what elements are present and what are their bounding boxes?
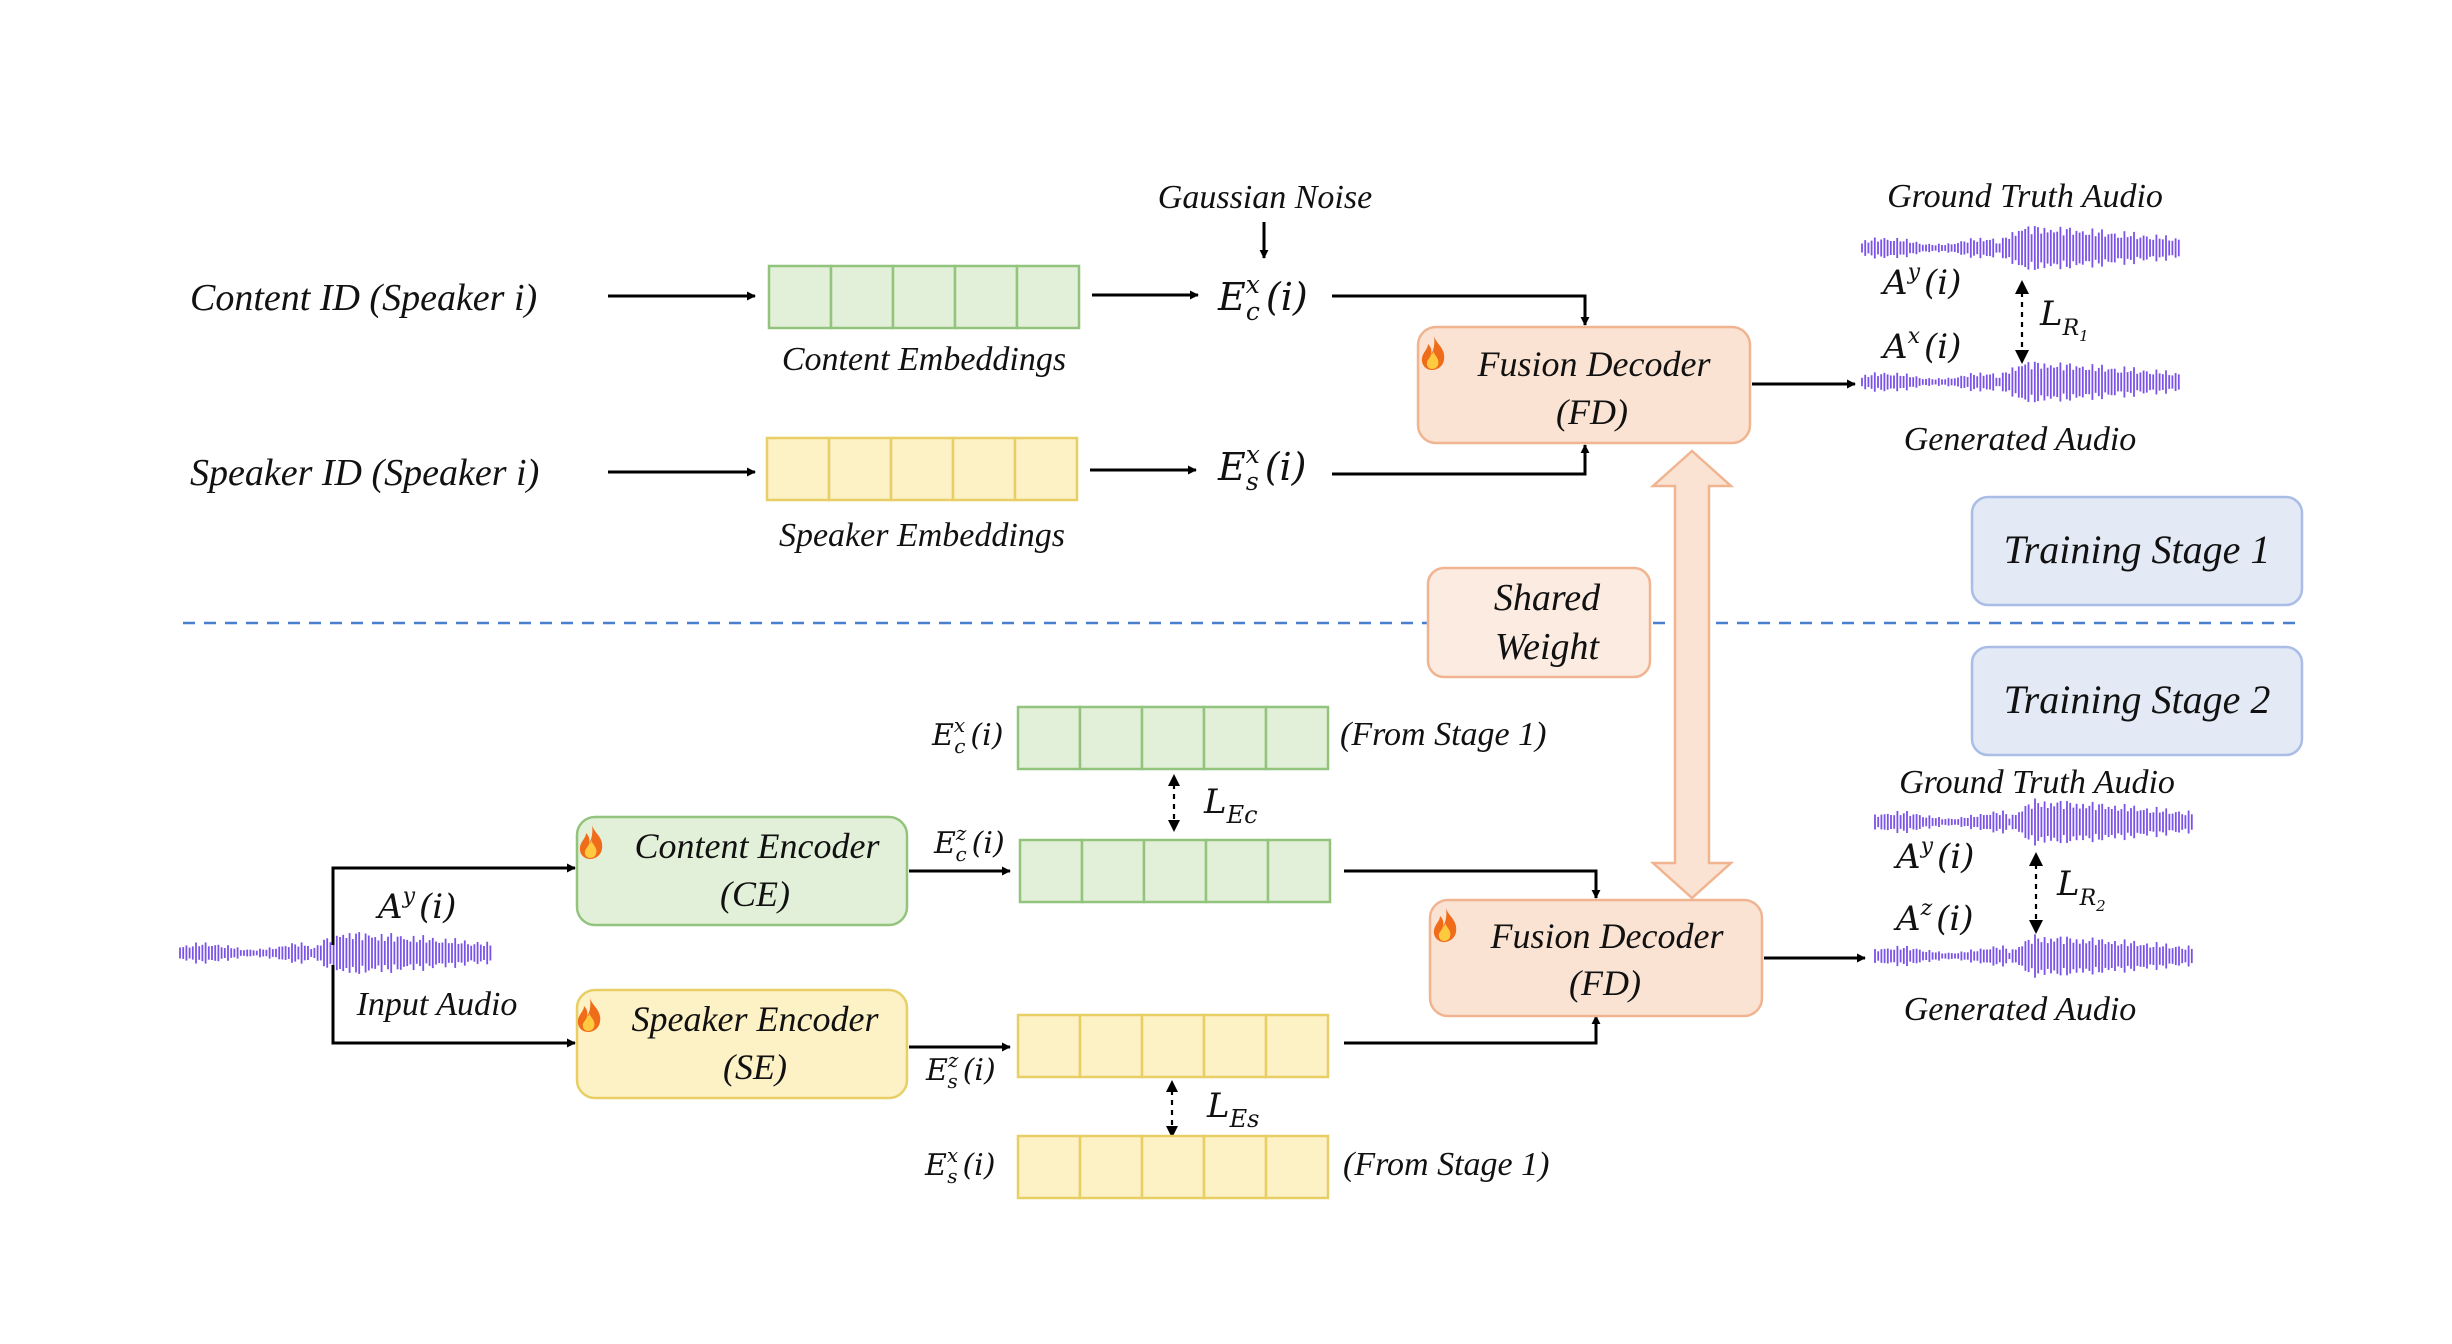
ecx-to-decoder-arrow (1332, 294, 1590, 326)
training-stage-2-badge: Training Stage 2 (1970, 645, 2304, 757)
fusion-decoder-stage2: Fusion Decoder (FD) (1428, 898, 1764, 1018)
ax-symbol-1: Ax(i) (1880, 324, 1961, 367)
decoder1-subtitle: (FD) (1556, 392, 1628, 432)
content-id-label: Content ID (Speaker i) (190, 277, 537, 319)
generated-waveform-1 (1861, 361, 2180, 403)
lr1-arrowhead-up (2015, 280, 2029, 294)
lec-symbol: LEc (1203, 782, 1258, 829)
lr2-arrowhead-down (2029, 920, 2043, 934)
training-stage-1-label: Training Stage 1 (2004, 527, 2271, 572)
generated-audio-label-2: Generated Audio (1904, 991, 2137, 1028)
generated-audio-label-1: Generated Audio (1904, 421, 2137, 458)
from-stage1-content: (From Stage 1) (1340, 716, 1546, 753)
gaussian-noise-label: Gaussian Noise (1158, 179, 1372, 216)
speaker-encoder-subtitle: (SE) (723, 1047, 787, 1087)
from-stage1-speaker: (From Stage 1) (1343, 1146, 1549, 1183)
content-encoder-title: Content Encoder (635, 826, 881, 866)
content-embeddings-target (1016, 705, 1330, 771)
esx-to-decoder-arrow (1332, 444, 1590, 476)
lr1-symbol: LR1 (2039, 294, 2089, 345)
lec-arrowhead-down (1168, 820, 1180, 832)
shared-weight-line2: Weight (1495, 626, 1601, 668)
speaker-embeddings-target (1016, 1134, 1330, 1200)
fusion-decoder-stage1: Fusion Decoder (FD) (1416, 325, 1752, 445)
decoder2-subtitle: (FD) (1569, 963, 1641, 1003)
shared-weight-double-arrow (1649, 449, 1735, 900)
ground-truth-audio-label-1: Ground Truth Audio (1887, 178, 2163, 215)
ecz-to-decoder-arrow (1344, 869, 1601, 899)
speaker-id-label: Speaker ID (Speaker i) (190, 452, 539, 494)
content-encoder-block: Content Encoder (CE) (575, 815, 909, 927)
ground-truth-waveform-2 (1874, 798, 2193, 846)
ay-symbol-2: Ay(i) (1893, 834, 1974, 877)
speaker-embeddings-predicted (1016, 1013, 1330, 1079)
generated-waveform-2 (1874, 934, 2193, 978)
az-symbol-2: Az(i) (1893, 896, 1974, 939)
les-arrowhead-down (1166, 1126, 1178, 1138)
content-embeddings-block (767, 264, 1081, 330)
les-symbol: LEs (1206, 1086, 1259, 1133)
lr2-arrowhead-up (2029, 852, 2043, 866)
input-audio-label: Input Audio (356, 986, 518, 1023)
ay-symbol-1: Ay(i) (1880, 260, 1961, 303)
speaker-embeddings-block (765, 436, 1079, 502)
shared-weight-box: Shared Weight (1426, 566, 1652, 679)
speaker-embeddings-label: Speaker Embeddings (779, 517, 1065, 554)
esz-to-decoder-arrow (1344, 1015, 1601, 1045)
input-to-speaker-encoder-arrow (331, 965, 576, 1048)
lec-arrowhead-up (1168, 774, 1180, 786)
les-arrowhead-up (1166, 1080, 1178, 1092)
lr2-symbol: LR2 (2056, 864, 2106, 915)
training-stage-1-badge: Training Stage 1 (1970, 495, 2304, 607)
lr1-arrowhead-down (2015, 350, 2029, 364)
content-encoder-subtitle: (CE) (720, 874, 790, 914)
speaker-encoder-title: Speaker Encoder (632, 999, 880, 1039)
ground-truth-waveform-1 (1861, 226, 2180, 270)
decoder2-title: Fusion Decoder (1490, 916, 1725, 956)
input-ay-symbol: Ay(i) (375, 884, 456, 927)
content-embeddings-label: Content Embeddings (782, 341, 1066, 378)
input-to-content-encoder-arrow (331, 863, 576, 945)
training-stage-2-label: Training Stage 2 (2004, 677, 2271, 722)
shared-weight-line1: Shared (1494, 577, 1601, 619)
decoder1-title: Fusion Decoder (1477, 344, 1712, 384)
content-embeddings-predicted (1018, 838, 1332, 904)
input-audio-waveform (179, 932, 492, 974)
speaker-encoder-block: Speaker Encoder (SE) (575, 988, 909, 1100)
ground-truth-audio-label-2: Ground Truth Audio (1899, 764, 2175, 801)
